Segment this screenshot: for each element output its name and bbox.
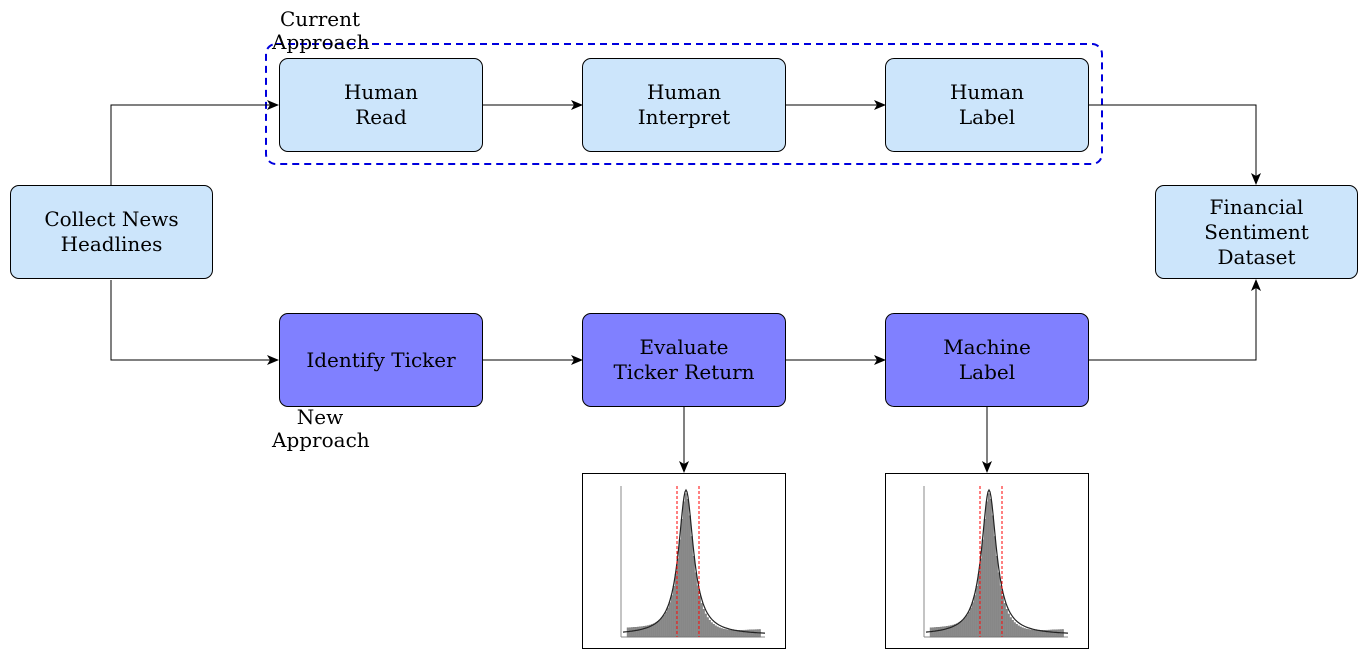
edge-label-to-dataset xyxy=(1088,104,1261,185)
node-identify-ticker: Identify Ticker xyxy=(279,313,483,407)
histogram-graphic xyxy=(620,486,765,638)
current-approach-frame xyxy=(265,43,1103,165)
current-approach-label: Current Approach xyxy=(272,7,370,54)
return-distribution-plot xyxy=(582,473,786,649)
node-machine-label: Machine Label xyxy=(885,313,1089,407)
node-financial-sentiment-dataset: Financial Sentiment Dataset xyxy=(1155,185,1358,279)
label-distribution-plot xyxy=(885,473,1089,649)
edge-collect-to-identify xyxy=(110,280,279,365)
node-human-label: Human Label xyxy=(885,58,1089,152)
node-human-interpret: Human Interpret xyxy=(582,58,786,152)
histogram-graphic xyxy=(923,486,1068,638)
edge-machine-to-dataset xyxy=(1088,279,1261,361)
node-human-read: Human Read xyxy=(279,58,483,152)
node-evaluate-ticker-return: Evaluate Ticker Return xyxy=(582,313,786,407)
edge-collect-to-read xyxy=(110,100,279,185)
node-collect-news-headlines: Collect News Headlines xyxy=(10,185,213,279)
new-approach-label: New Approach xyxy=(272,405,370,452)
